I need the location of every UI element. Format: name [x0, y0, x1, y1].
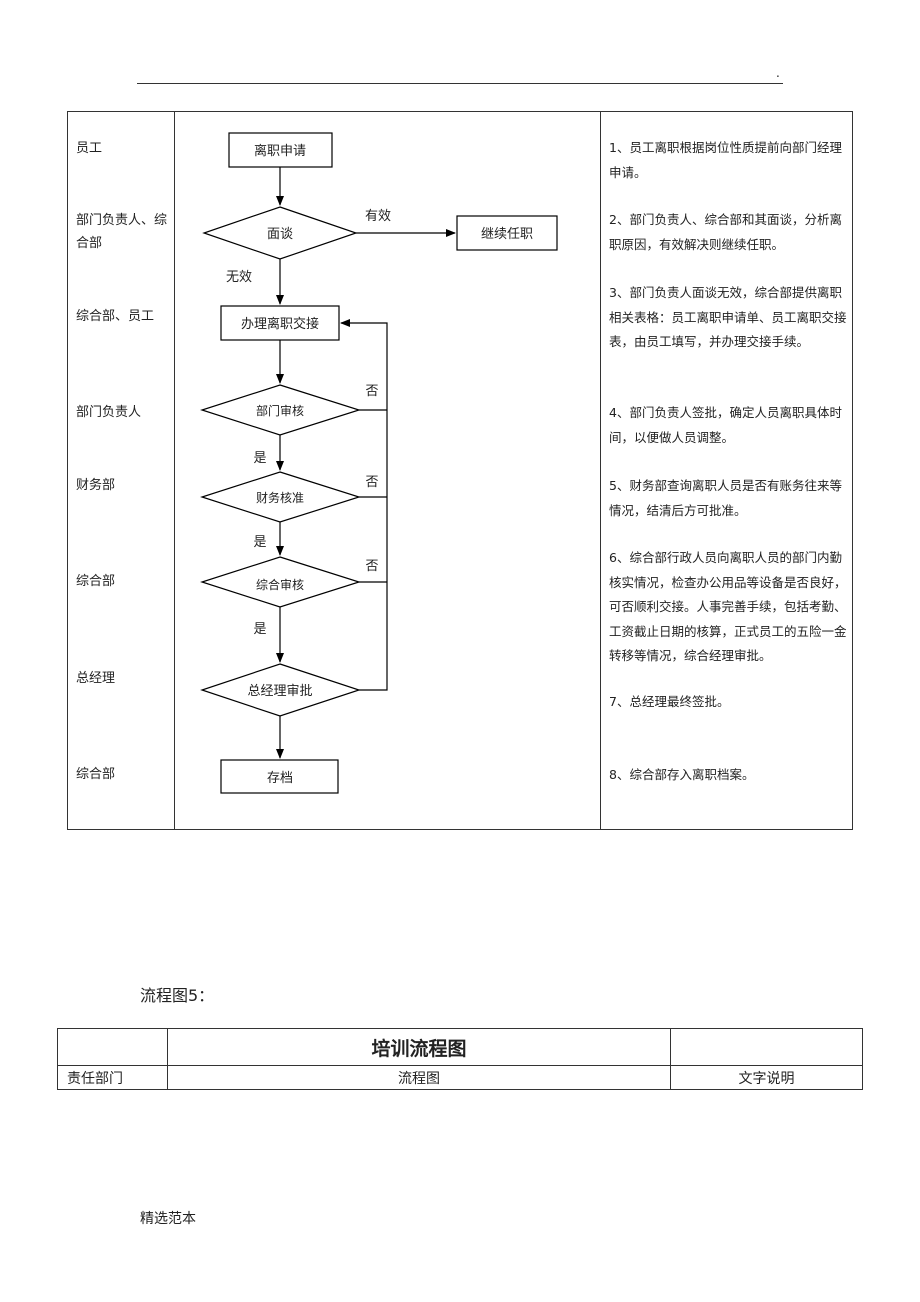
step-continue-label: 继续任职 — [481, 227, 533, 242]
decision-dept-review-label: 部门审核 — [256, 403, 304, 418]
note-text: 8、综合部存入离职档案。 — [609, 767, 755, 782]
column-divider-2 — [600, 111, 601, 830]
step-start-label: 离职申请 — [254, 143, 306, 159]
table-title: 培训流程图 — [167, 1028, 671, 1066]
step-continue-box — [456, 215, 558, 251]
dept-label: 部门负责人、综合部 — [76, 213, 168, 251]
dept-label: 财务部 — [76, 478, 116, 493]
column-header-dept: 责任部门 — [57, 1065, 168, 1090]
column-divider-1 — [174, 111, 175, 830]
note-text: 6、综合部行政人员向离职人员的部门内勤核实情况，检查办公用品等设备是否良好，可否… — [609, 550, 847, 663]
table-row: 责任部门 流程图 文字说明 — [57, 1065, 863, 1090]
note-text: 2、部门负责人、综合部和其面谈，分析离职原因，有效解决则继续任职。 — [609, 212, 842, 252]
note-text: 4、部门负责人签批，确定人员离职具体时间，以便做人员调整。 — [609, 405, 842, 445]
footer-text: 精选范本 — [140, 1211, 196, 1227]
yes-label: 是 — [253, 451, 266, 466]
return-line — [340, 319, 388, 691]
decision-finance-label: 财务核准 — [256, 490, 304, 505]
table-row: 培训流程图 — [57, 1028, 863, 1066]
no-label: 否 — [365, 475, 378, 490]
step-archive-label: 存档 — [267, 771, 293, 786]
yes-label: 是 — [253, 535, 266, 550]
step-archive-box — [220, 759, 339, 794]
process-table — [67, 111, 853, 830]
note-text: 3、部门负责人面谈无效，综合部提供离职相关表格：员工离职申请单、员工离职交接表，… — [609, 285, 847, 349]
note-text: 1、员工离职根据岗位性质提前向部门经理申请。 — [609, 140, 842, 180]
column-header-flow: 流程图 — [167, 1065, 671, 1090]
no-label: 否 — [365, 559, 378, 574]
decision-admin-review-label: 综合审核 — [256, 577, 304, 592]
invalid-label: 无效 — [226, 270, 252, 285]
dept-label: 综合部 — [76, 574, 116, 589]
note-text: 7、总经理最终签批。 — [609, 694, 730, 709]
decision-interview-label: 面谈 — [267, 227, 293, 242]
note-text: 5、财务部查询离职人员是否有账务往来等情况，结清后方可批准。 — [609, 478, 842, 518]
yes-label: 是 — [253, 622, 266, 637]
dept-label: 员工 — [76, 141, 103, 156]
decision-gm-label: 总经理审批 — [247, 684, 312, 699]
header-dot: . — [776, 66, 780, 80]
table-cell — [57, 1028, 168, 1066]
dept-label: 综合部 — [76, 767, 116, 782]
valid-label: 有效 — [365, 209, 391, 224]
flowchart-caption: 流程图5： — [140, 986, 215, 1005]
no-label: 否 — [365, 384, 378, 399]
column-header-desc: 文字说明 — [670, 1065, 863, 1090]
training-flow-table: 培训流程图 责任部门 流程图 文字说明 — [57, 1028, 863, 1090]
header-rule — [137, 83, 783, 84]
dept-label: 综合部、员工 — [76, 309, 155, 324]
dept-label: 部门负责人 — [76, 405, 142, 420]
dept-label: 总经理 — [76, 671, 116, 686]
table-cell — [670, 1028, 863, 1066]
step-handover-label: 办理离职交接 — [241, 316, 319, 332]
